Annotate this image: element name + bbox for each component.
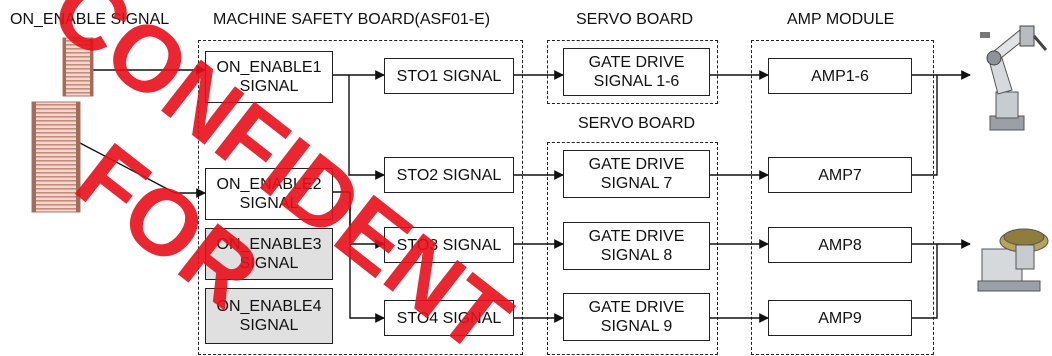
sto4-signal-block: STO4 SIGNAL: [384, 300, 514, 336]
amp1-6-block: AMP1-6: [768, 58, 912, 94]
amp7-block: AMP7: [768, 157, 912, 193]
positioner-image: [976, 215, 1052, 295]
gate-drive-1-6-block: GATE DRIVE SIGNAL 1-6: [563, 48, 710, 96]
on-enable2-block: ON_ENABLE2 SIGNAL: [205, 168, 333, 220]
robot-arm-image: [970, 20, 1052, 135]
sto1-signal-block: STO1 SIGNAL: [384, 58, 514, 94]
gate-drive-7-block: GATE DRIVE SIGNAL 7: [563, 150, 710, 198]
amp8-block: AMP8: [768, 227, 912, 263]
light-curtain-image: [0, 0, 200, 230]
on-enable3-block: ON_ENABLE3 SIGNAL: [205, 228, 333, 280]
light-curtain-lower: [32, 102, 80, 212]
amp9-block: AMP9: [768, 300, 912, 336]
on-enable1-block: ON_ENABLE1 SIGNAL: [205, 51, 333, 103]
sto2-signal-block: STO2 SIGNAL: [384, 157, 514, 193]
on-enable4-block: ON_ENABLE4 SIGNAL: [205, 288, 333, 344]
gate-drive-9-block: GATE DRIVE SIGNAL 9: [563, 293, 710, 341]
light-curtain-upper: [63, 38, 93, 96]
gate-drive-8-block: GATE DRIVE SIGNAL 8: [563, 222, 710, 270]
sto3-signal-block: STO3 SIGNAL: [384, 227, 514, 263]
